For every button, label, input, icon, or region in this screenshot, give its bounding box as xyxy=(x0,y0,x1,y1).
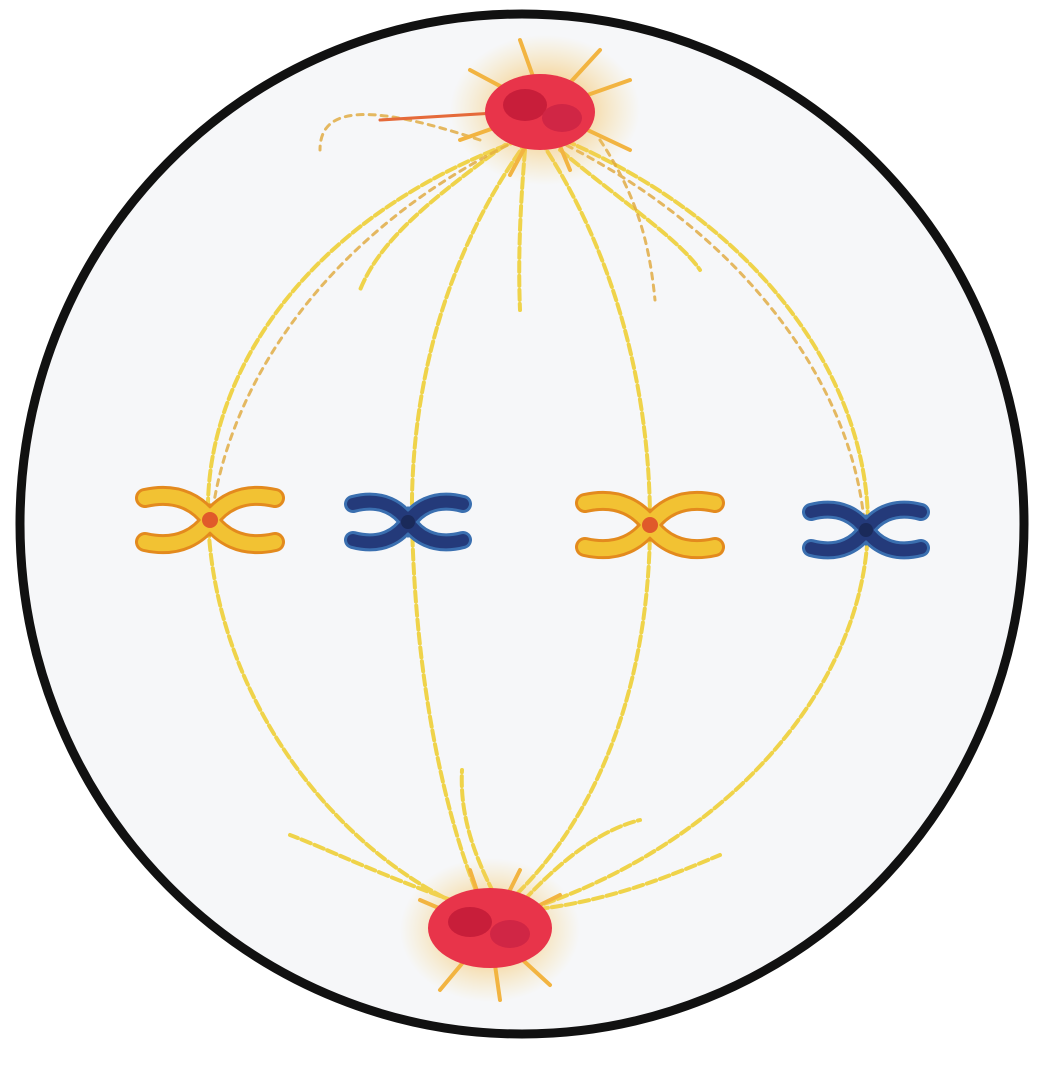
bottom-centrosome xyxy=(400,858,580,1002)
centromere xyxy=(202,512,218,528)
centromere xyxy=(401,515,415,529)
centromere xyxy=(859,523,873,537)
centromere xyxy=(642,517,658,533)
centrosome-core xyxy=(490,920,530,948)
centrosome-core xyxy=(542,104,582,132)
centrosome-core xyxy=(448,907,492,937)
centrosome-core xyxy=(503,89,547,121)
